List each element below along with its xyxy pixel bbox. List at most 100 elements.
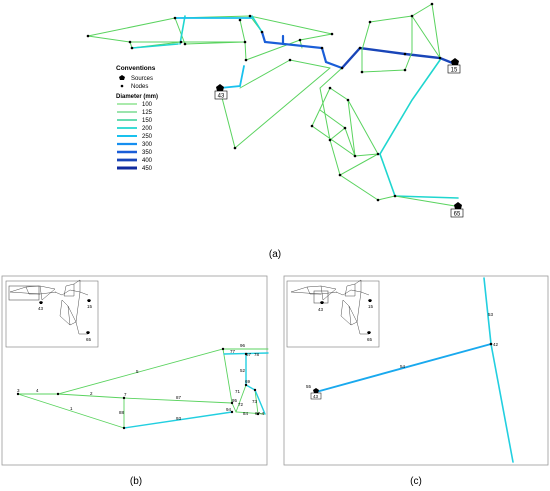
node	[346, 98, 350, 102]
node	[403, 68, 407, 72]
pipe	[17, 393, 125, 429]
pipe	[131, 43, 179, 49]
node	[430, 2, 434, 6]
node	[340, 66, 344, 70]
node	[253, 388, 257, 392]
node	[343, 126, 347, 130]
source-label-65: 65	[454, 212, 461, 218]
pipe	[404, 15, 413, 71]
pipe	[239, 19, 247, 61]
legend-title: Conventions	[116, 65, 156, 72]
inset-pipe	[9, 285, 57, 301]
inset-pipe	[59, 291, 88, 335]
inset-source	[320, 301, 324, 304]
node	[358, 46, 362, 50]
legend-class-label: 450	[142, 166, 153, 172]
inset-pipe	[54, 279, 89, 297]
node	[230, 410, 234, 414]
pipe-label: 42	[493, 342, 499, 347]
node	[256, 412, 260, 416]
inset-label-15: 15	[368, 304, 374, 309]
source-label-box	[450, 208, 464, 218]
node	[368, 20, 372, 24]
node	[233, 146, 237, 150]
panel-b-inset-map: 43 15 65	[5, 279, 99, 348]
pipe-label: 84	[243, 411, 249, 416]
pipe-label: 73	[252, 399, 258, 404]
node	[56, 392, 60, 396]
pipe-label: 67	[246, 352, 252, 357]
source-label-15: 15	[451, 68, 458, 74]
pipe	[17, 348, 269, 395]
pipe	[361, 21, 406, 73]
panel-b-caption: (b)	[130, 476, 142, 487]
node	[179, 40, 183, 44]
pipe	[347, 99, 356, 157]
pipe-label: 87	[176, 395, 182, 400]
pipe-label: 53	[488, 312, 494, 317]
inset-label-43: 43	[318, 307, 324, 312]
pipe	[379, 59, 441, 155]
legend-sources-label: Sources	[131, 76, 153, 82]
pipe	[87, 15, 333, 37]
panel-b: 43 15 65	[1, 275, 269, 487]
inset-source	[368, 299, 372, 302]
node	[338, 173, 342, 177]
pipe-label: 94	[226, 407, 232, 412]
node	[376, 198, 380, 202]
pipe-label: 88	[119, 410, 125, 415]
node	[328, 86, 332, 90]
node	[128, 40, 132, 44]
node	[376, 152, 380, 156]
legend-class-label: 350	[142, 150, 153, 156]
legend-diameter-title: Diameter (mm)	[116, 94, 158, 100]
node	[410, 14, 414, 18]
node	[403, 52, 407, 56]
legend-class-label: 150	[142, 118, 153, 124]
pipe-label: 43	[313, 394, 319, 399]
sources-legend-icon	[119, 75, 125, 80]
inset-pipe	[340, 291, 369, 335]
pipe	[377, 195, 396, 201]
node	[238, 18, 242, 22]
pipe	[179, 15, 186, 45]
pipe	[222, 348, 233, 404]
node	[122, 396, 126, 400]
legend: Conventions Sources Nodes Diameter (mm) …	[116, 65, 158, 172]
node	[320, 46, 324, 50]
source-label-43: 43	[218, 94, 225, 100]
source-label-box	[214, 90, 228, 100]
pipe	[245, 353, 266, 415]
pipe	[340, 46, 457, 70]
node	[244, 383, 248, 387]
legend-class-label: 250	[142, 134, 153, 140]
pipe-label: 1	[70, 406, 73, 411]
panel-a-nodes	[86, 2, 442, 202]
pipe	[87, 35, 246, 43]
inset-label-43: 43	[38, 306, 44, 311]
pipe	[411, 15, 441, 59]
pipe	[219, 67, 331, 149]
pipe	[315, 343, 492, 393]
node	[260, 30, 264, 34]
pipe-label: 2	[90, 391, 93, 396]
panel-b-pipe-labels: 3 4 1 2 5 7 87 88 93 84 94 95 96 77 78 5…	[17, 343, 265, 421]
node	[86, 34, 90, 38]
pipe	[174, 17, 246, 45]
node	[16, 392, 20, 396]
pipe	[394, 195, 456, 207]
inset-frame	[286, 280, 380, 348]
pipe	[431, 3, 441, 59]
node	[244, 58, 248, 62]
panel-a-network: 43 15 65 Conventions Sources Nodes Diame…	[86, 2, 464, 260]
source-marker	[313, 388, 319, 393]
inset-label-15: 15	[87, 304, 93, 309]
panel-c-inset-map: 43 15 65	[286, 279, 380, 348]
pipe	[311, 87, 379, 157]
source-label-box	[310, 392, 322, 400]
panel-c: 43 15 65 54 53 42 55 43 (c)	[283, 275, 549, 487]
panel-b-nodes	[16, 347, 260, 430]
node	[173, 16, 177, 20]
